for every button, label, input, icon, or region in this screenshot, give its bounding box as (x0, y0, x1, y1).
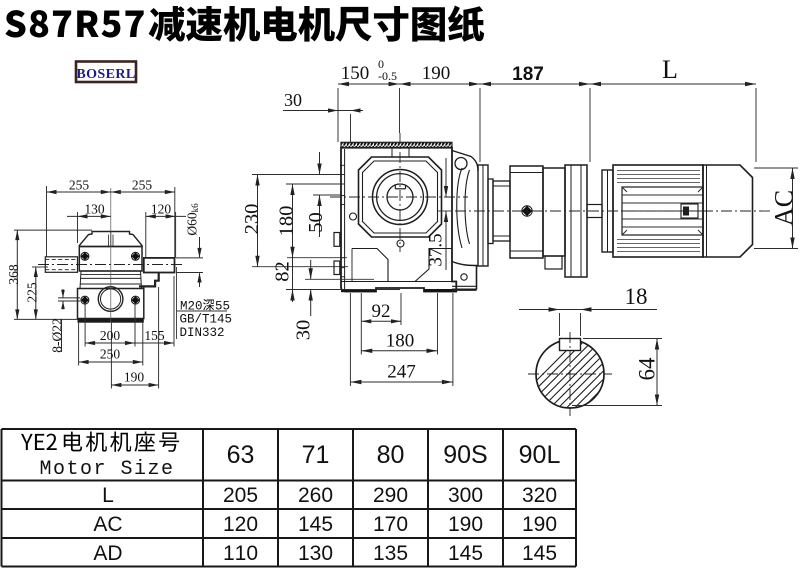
svg-text:255: 255 (69, 178, 90, 193)
svg-text:92: 92 (372, 301, 391, 322)
svg-text:82: 82 (271, 261, 293, 282)
svg-text:190: 190 (124, 370, 145, 385)
svg-text:50: 50 (305, 212, 327, 233)
svg-text:37.5: 37.5 (426, 233, 447, 266)
svg-text:190: 190 (448, 513, 483, 536)
svg-text:DIN332: DIN332 (180, 326, 225, 340)
svg-text:120: 120 (223, 513, 258, 536)
svg-text:130: 130 (298, 542, 333, 565)
svg-text:AC: AC (93, 513, 122, 536)
svg-text:64: 64 (634, 357, 659, 381)
svg-text:0: 0 (378, 57, 384, 71)
svg-text:130: 130 (84, 202, 105, 217)
svg-text:247: 247 (387, 362, 416, 383)
svg-text:300: 300 (448, 484, 483, 507)
svg-text:90L: 90L (519, 441, 561, 469)
svg-text:BOSERL: BOSERL (76, 67, 135, 82)
svg-text:290: 290 (373, 484, 408, 507)
svg-text:Motor Size: Motor Size (39, 458, 174, 481)
svg-text:180: 180 (275, 206, 297, 237)
svg-text:205: 205 (223, 484, 258, 507)
svg-text:255: 255 (132, 178, 153, 193)
svg-text:120: 120 (151, 202, 172, 217)
svg-text:90S: 90S (443, 441, 487, 469)
svg-text:368: 368 (6, 264, 21, 285)
svg-text:63: 63 (227, 441, 255, 469)
svg-text:GB/T145: GB/T145 (180, 313, 233, 327)
svg-text:110: 110 (223, 542, 258, 565)
svg-text:145: 145 (298, 513, 333, 536)
svg-text:190: 190 (422, 63, 451, 84)
svg-text:AC: AC (770, 190, 799, 226)
svg-text:230: 230 (241, 204, 263, 235)
svg-text:8-Ø22: 8-Ø22 (49, 318, 64, 353)
svg-text:320: 320 (522, 484, 557, 507)
svg-text:L: L (102, 484, 114, 507)
svg-text:145: 145 (448, 542, 483, 565)
svg-text:150: 150 (341, 63, 370, 84)
svg-text:55: 55 (215, 300, 230, 314)
svg-text:155: 155 (144, 328, 165, 343)
svg-text:170: 170 (373, 513, 408, 536)
svg-text:200: 200 (100, 328, 121, 343)
svg-text:190: 190 (522, 513, 557, 536)
svg-text:180: 180 (386, 331, 415, 352)
svg-text:80: 80 (377, 441, 405, 469)
svg-text:145: 145 (522, 542, 557, 565)
svg-text:225: 225 (24, 282, 39, 303)
svg-text:18: 18 (625, 284, 648, 309)
svg-text:71: 71 (302, 441, 330, 469)
svg-text:-0.5: -0.5 (378, 69, 397, 83)
svg-text:AD: AD (93, 542, 122, 565)
svg-text:250: 250 (100, 347, 121, 362)
svg-text:M20: M20 (180, 300, 203, 314)
svg-text:L: L (662, 55, 678, 84)
svg-text:135: 135 (373, 542, 408, 565)
svg-text:187: 187 (512, 64, 544, 85)
svg-text:30: 30 (284, 90, 302, 110)
svg-text:260: 260 (298, 484, 333, 507)
svg-text:30: 30 (292, 320, 314, 341)
